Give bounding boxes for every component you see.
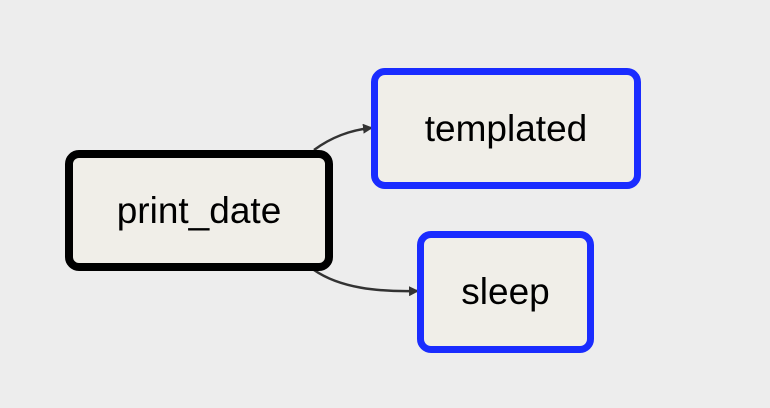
task-node-print-date[interactable]: print_date — [65, 150, 333, 271]
task-node-label: templated — [424, 107, 588, 149]
task-node-templated[interactable]: templated — [371, 68, 641, 189]
task-node-label: sleep — [461, 271, 550, 312]
edge-print-date-to-sleep — [313, 268, 419, 297]
task-node-sleep[interactable]: sleep — [417, 231, 594, 353]
task-node-label: print_date — [116, 189, 282, 231]
edge-print-date-to-templated — [313, 123, 373, 152]
